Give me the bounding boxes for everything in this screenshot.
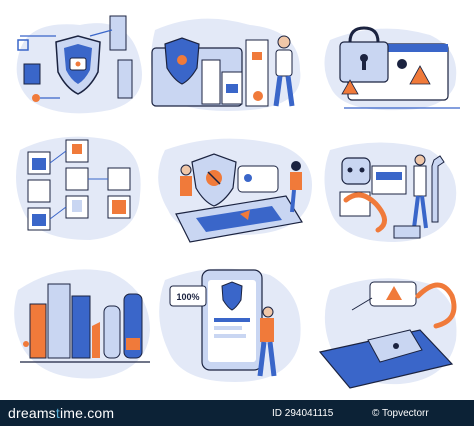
check-icon [244,174,252,182]
brand-logo[interactable]: dreamstime.com [8,405,114,421]
warning-icon [341,79,359,95]
warning-icon [409,65,431,85]
panel-person-shield-docs [151,18,301,112]
panel-robot-repair [324,142,457,242]
panel-shield-network [16,15,143,114]
author-credit: © Topvectorr [372,408,429,419]
stock-footer: dreamstime.com ID 294041115 © Topvectorr [0,400,474,426]
check-icon [253,91,263,101]
author-name: Topvectorr [381,408,429,419]
panel-industrial-city [14,269,151,379]
panel-lock-warning [324,26,460,111]
bug-icon [397,59,407,69]
brand-left: dreams [8,405,56,421]
badge-label: 100% [176,292,199,302]
brand-dot: t [55,405,60,421]
wrench-icon [431,155,445,223]
panel-phone-team [158,138,312,243]
percent-badge: 100% [169,285,207,307]
warning-icon [386,286,402,300]
panel-phone-lock-hook [318,278,457,389]
copyright-icon: © [372,408,380,419]
brand-right: ime.com [59,405,115,421]
panel-phone-100: 100% [159,268,301,382]
image-id: ID 294041115 [272,408,334,419]
panel-server-grid [16,136,141,240]
shield-icon [221,281,243,311]
